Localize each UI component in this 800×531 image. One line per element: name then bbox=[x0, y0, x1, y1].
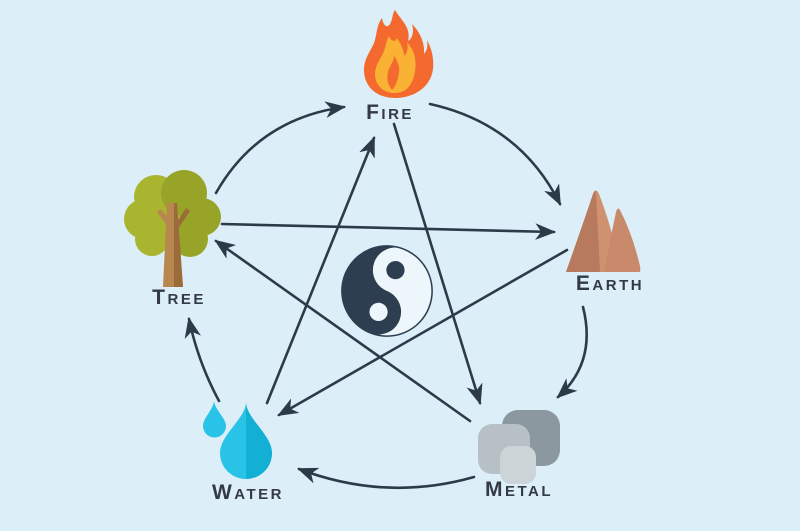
flame-icon bbox=[364, 10, 434, 98]
label-water: Water bbox=[211, 481, 285, 504]
label-metal: Metal bbox=[484, 478, 554, 501]
arrow-fire-overcomes-metal bbox=[392, 122, 483, 405]
water-drops-icon bbox=[203, 401, 272, 479]
label-earth: Earth bbox=[575, 272, 645, 295]
label-fire: Fire bbox=[366, 101, 414, 124]
arrow-metal-overcomes-tree bbox=[214, 239, 472, 423]
yin-yang-icon bbox=[341, 245, 433, 337]
arrow-earth-overcomes-water bbox=[277, 248, 569, 417]
tree-icon bbox=[124, 170, 221, 287]
arrow-water-overcomes-fire bbox=[265, 136, 376, 405]
arrow-fire-to-earth bbox=[428, 102, 562, 206]
arrow-tree-overcomes-earth bbox=[220, 222, 557, 240]
arrow-earth-to-metal bbox=[556, 305, 588, 399]
arrow-water-to-tree bbox=[184, 316, 221, 403]
mountain-icon bbox=[566, 190, 641, 272]
stones-icon bbox=[478, 410, 560, 484]
overcoming-cycle-arrows bbox=[214, 122, 569, 423]
generating-cycle-arrows bbox=[184, 101, 588, 490]
arrow-tree-to-fire bbox=[214, 101, 347, 195]
arrow-metal-to-water bbox=[297, 467, 476, 490]
label-tree: Tree bbox=[152, 286, 206, 309]
